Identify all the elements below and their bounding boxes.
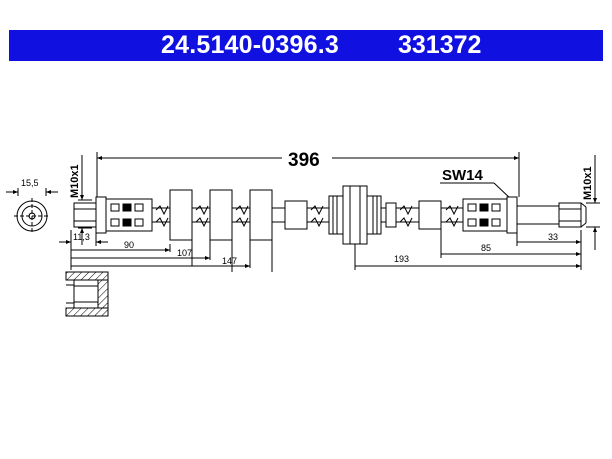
- clip-1: [169, 189, 193, 241]
- left-hex: [95, 196, 107, 234]
- dim-85-label: 85: [481, 243, 491, 253]
- clip-2: [209, 189, 233, 241]
- total-length-dim: [96, 152, 520, 197]
- dim-90-label: 90: [124, 240, 134, 250]
- wrench-leader: [440, 182, 513, 201]
- dim-193-label: 193: [394, 254, 409, 264]
- right-thread-dim: [586, 155, 600, 250]
- clip-3: [249, 189, 273, 241]
- right-hex: [506, 196, 518, 234]
- left-thread-dim: [78, 155, 92, 245]
- dim-107-label: 107: [177, 248, 192, 258]
- break-marks: [155, 205, 459, 228]
- dim-147-label: 147: [222, 256, 237, 266]
- dim-33-label: 33: [548, 232, 558, 242]
- thread-left-label: M10x1: [69, 164, 81, 198]
- diameter-label: 15,5: [21, 178, 39, 188]
- right-tube: [516, 205, 560, 225]
- hose-assembly: [73, 185, 587, 245]
- clip-4: [284, 200, 308, 230]
- title-bar: 24.5140-0396.3 331372: [9, 30, 603, 61]
- end-view: [6, 188, 58, 234]
- offset-left-label: 11,3: [73, 232, 90, 242]
- wrench-size-label: SW14: [442, 167, 484, 184]
- total-length-label: 396: [288, 150, 320, 171]
- part-number: 24.5140-0396.3: [161, 31, 339, 59]
- clip-5: [418, 200, 442, 230]
- right-dims: [354, 229, 582, 270]
- article-code: 331372: [398, 31, 482, 59]
- port-section-detail: [65, 271, 109, 317]
- left-nut: [73, 202, 97, 228]
- thread-right-label: M10x1: [582, 166, 594, 200]
- left-dims: [59, 230, 273, 272]
- right-thread: [558, 202, 582, 228]
